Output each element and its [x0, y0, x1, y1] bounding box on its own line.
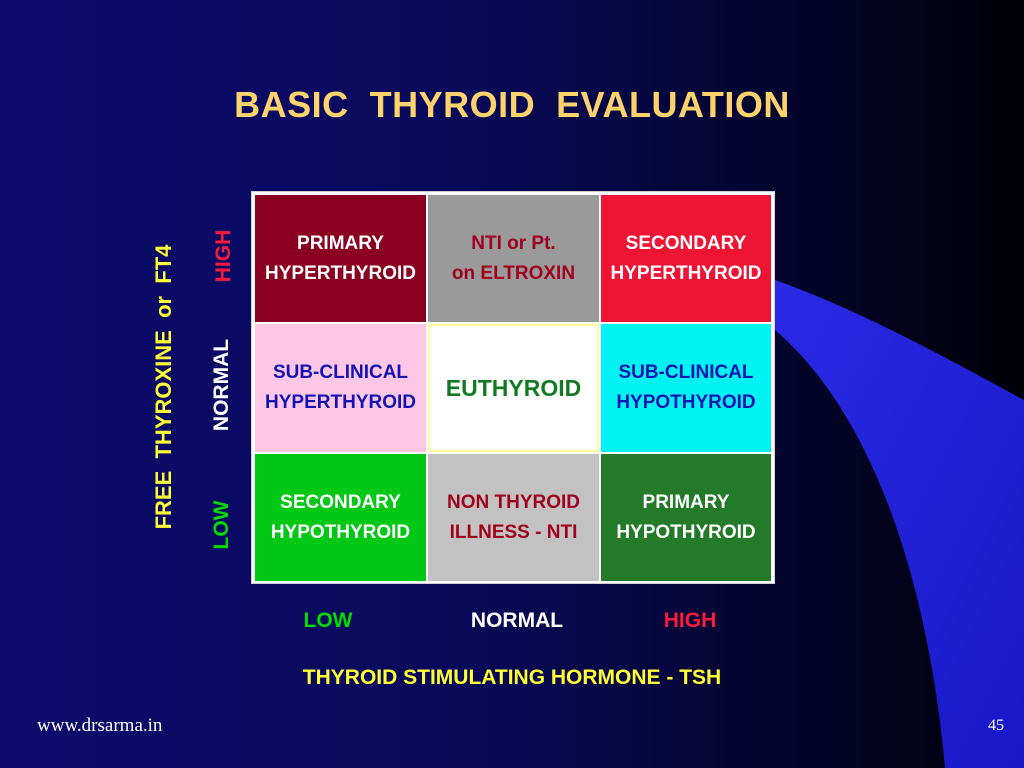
cell-text-line: NON THYROID	[447, 491, 580, 513]
cell-high-ft4-low-tsh: PRIMARY HYPERTHYROID	[255, 195, 426, 322]
cell-text-line: SECONDARY	[280, 491, 401, 513]
x-level-low: LOW	[303, 609, 353, 632]
cell-text-line: ILLNESS - NTI	[449, 521, 578, 543]
cell-high-ft4-high-tsh: SECONDARY HYPERTHYROID	[601, 195, 771, 322]
cell-text-line: HYPOTHYROID	[616, 392, 756, 413]
x-level-normal: NORMAL	[470, 609, 564, 632]
cell-text-line: SUB-CLINICAL	[618, 362, 754, 383]
cell-high-ft4-normal-tsh: NTI or Pt. on ELTROXIN	[428, 195, 599, 322]
cell-text-line: on ELTROXIN	[451, 262, 576, 284]
cell-text-line: HYPERTHYROID	[610, 262, 762, 284]
cell-normal-ft4-high-tsh: SUB-CLINICAL HYPOTHYROID	[601, 324, 771, 452]
cell-text-line: SECONDARY	[625, 232, 747, 254]
x-axis-title: THYROID STIMULATING HORMONE - TSH	[302, 666, 722, 689]
cell-low-ft4-high-tsh: PRIMARY HYPOTHYROID	[601, 454, 771, 581]
diagnosis-grid: PRIMARY HYPERTHYROID NTI or Pt. on ELTROXIN…	[251, 191, 775, 584]
slide-title: BASIC THYROID EVALUATION	[234, 84, 790, 125]
y-level-normal: NORMAL	[210, 338, 233, 432]
y-level-low: LOW	[210, 500, 233, 550]
cell-text-line: SUB-CLINICAL	[272, 362, 409, 383]
cell-text-line: HYPERTHYROID	[265, 262, 416, 284]
cell-normal-ft4-low-tsh: SUB-CLINICAL HYPERTHYROID	[255, 324, 426, 452]
cell-text-line: HYPERTHYROID	[265, 392, 416, 413]
cell-text-line: NTI or Pt.	[471, 232, 556, 254]
cell-text-line: PRIMARY	[297, 232, 384, 254]
x-level-high: HIGH	[663, 609, 717, 632]
cell-text-line: HYPOTHYROID	[270, 521, 411, 543]
cell-low-ft4-low-tsh: SECONDARY HYPOTHYROID	[255, 454, 426, 581]
cell-text-line: HYPOTHYROID	[616, 521, 756, 543]
footer-url: www.drsarma.in	[37, 715, 163, 736]
cell-normal-ft4-normal-tsh: EUTHYROID	[428, 324, 599, 452]
cell-text-line: EUTHYROID	[445, 375, 582, 401]
cell-low-ft4-normal-tsh: NON THYROID ILLNESS - NTI	[428, 454, 599, 581]
cell-text-line: PRIMARY	[642, 491, 730, 513]
page-number: 45	[988, 717, 1004, 734]
y-axis-title: FREE THYROXINE or FT4	[151, 244, 176, 530]
y-level-high: HIGH	[212, 229, 235, 283]
